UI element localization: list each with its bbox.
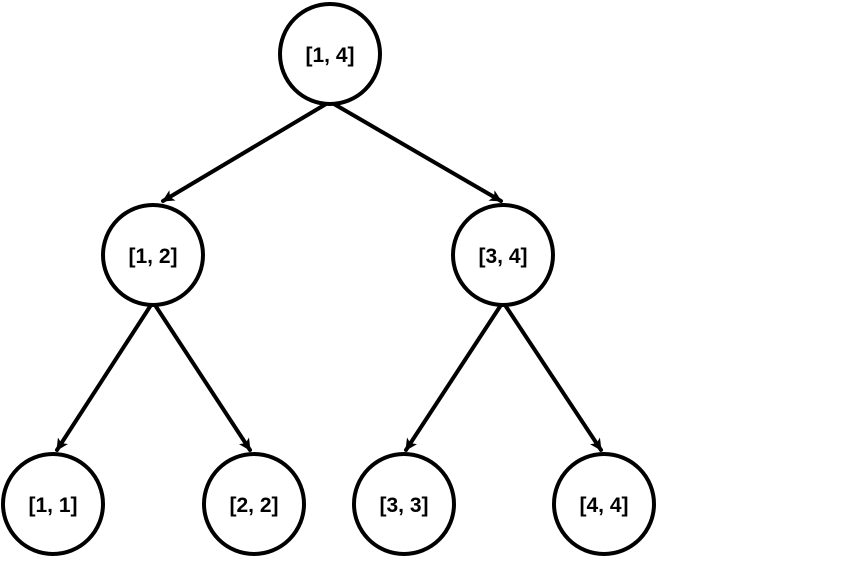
node-right-label: [3, 4] bbox=[478, 245, 527, 268]
node-right: [3, 4] bbox=[451, 203, 555, 307]
edge-right-to-right-left bbox=[404, 303, 503, 452]
node-left-left: [1, 1] bbox=[1, 452, 105, 556]
node-left: [1, 2] bbox=[101, 203, 205, 307]
edge-left-to-left-left bbox=[55, 303, 153, 452]
node-left-right-label: [2, 2] bbox=[229, 494, 278, 517]
edges bbox=[55, 102, 603, 452]
node-left-left-label: [1, 1] bbox=[28, 494, 77, 517]
node-left-label: [1, 2] bbox=[128, 245, 177, 268]
node-right-left-label: [3, 3] bbox=[379, 494, 428, 517]
node-right-right-label: [4, 4] bbox=[579, 494, 628, 517]
edge-left-to-left-right bbox=[153, 303, 252, 452]
edge-root-to-right bbox=[332, 102, 503, 203]
node-root-label: [1, 4] bbox=[305, 44, 354, 67]
node-left-right: [2, 2] bbox=[202, 452, 306, 556]
node-right-left: [3, 3] bbox=[352, 452, 456, 556]
edge-root-to-left bbox=[161, 102, 328, 203]
edge-right-to-right-right bbox=[503, 303, 603, 452]
node-right-right: [4, 4] bbox=[552, 452, 656, 556]
node-root: [1, 4] bbox=[278, 2, 382, 106]
